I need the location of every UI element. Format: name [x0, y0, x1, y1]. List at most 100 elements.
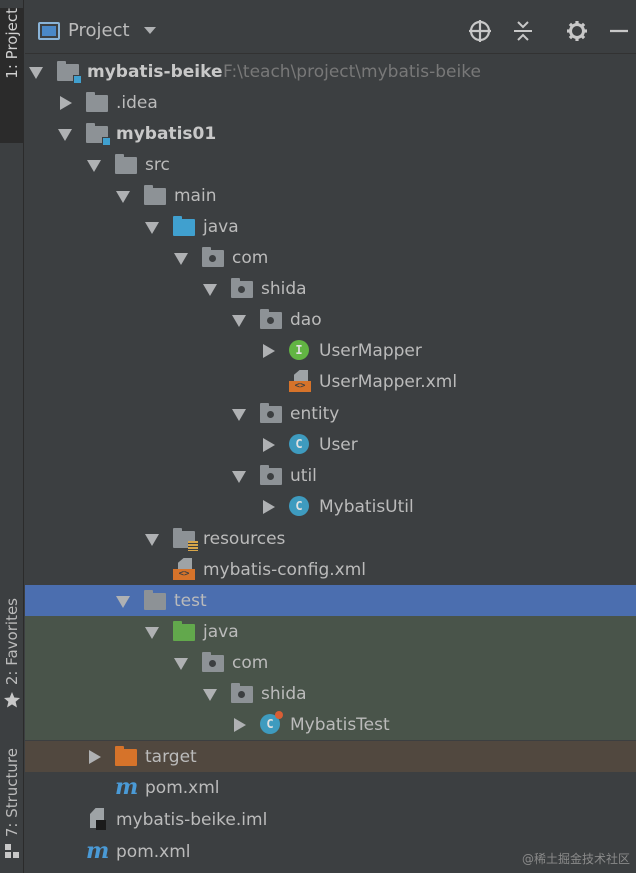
- tree-node[interactable]: java: [25, 211, 636, 242]
- collapse-arrow-icon[interactable]: [89, 749, 101, 764]
- module-folder-icon: [57, 61, 82, 84]
- test-class-icon: C: [260, 711, 283, 734]
- tree-node[interactable]: target: [25, 741, 636, 772]
- tree-node-label: util: [290, 465, 317, 486]
- package-icon: [231, 683, 253, 703]
- tree-node[interactable]: mybatis01: [25, 118, 636, 149]
- tree-node-label: MybatisUtil: [319, 496, 414, 517]
- locate-button[interactable]: [463, 8, 497, 54]
- expand-arrow-icon[interactable]: [145, 221, 159, 234]
- resources-folder-icon: [173, 528, 198, 551]
- project-view-icon: [38, 21, 60, 40]
- expand-arrow-icon[interactable]: [203, 283, 217, 296]
- tree-node[interactable]: src: [25, 149, 636, 180]
- structure-tab-label: 7: Structure: [3, 748, 21, 838]
- collapse-arrow-icon[interactable]: [60, 95, 72, 110]
- expand-arrow-icon[interactable]: [58, 128, 72, 141]
- collapse-arrow-icon[interactable]: [263, 499, 275, 514]
- test-source-folder-icon: [173, 621, 195, 641]
- folder-icon: [86, 92, 108, 112]
- package-icon: [231, 278, 253, 298]
- tree-node[interactable]: util: [25, 460, 636, 491]
- tree-node[interactable]: entity: [25, 398, 636, 429]
- tree-node[interactable]: resources: [25, 523, 636, 554]
- settings-button[interactable]: [560, 8, 594, 54]
- folder-icon: [144, 590, 166, 610]
- tree-node-label: pom.xml: [145, 777, 220, 798]
- collapse-all-button[interactable]: [506, 8, 540, 54]
- maven-icon: m: [115, 774, 139, 800]
- favorites-tool-tab[interactable]: 2: Favorites: [0, 598, 24, 709]
- collapse-arrow-icon[interactable]: [263, 437, 275, 452]
- project-tool-tab[interactable]: 1: Project: [0, 8, 24, 143]
- minimize-button[interactable]: [602, 8, 636, 54]
- star-icon: [4, 692, 20, 708]
- tree-node-label: UserMapper: [319, 340, 422, 361]
- expand-arrow-icon[interactable]: [29, 66, 43, 79]
- expand-arrow-icon[interactable]: [203, 688, 217, 701]
- expand-arrow-icon[interactable]: [232, 314, 246, 327]
- excluded-folder-icon: [115, 746, 137, 766]
- tree-node[interactable]: main: [25, 180, 636, 211]
- tree-node-label: UserMapper.xml: [319, 371, 458, 392]
- iml-file-icon: [86, 808, 108, 830]
- tree-node-label: src: [145, 154, 170, 175]
- folder-icon: [115, 154, 137, 174]
- tree-node-label: MybatisTest: [290, 714, 390, 735]
- expand-arrow-icon[interactable]: [145, 626, 159, 639]
- tree-node[interactable]: java: [25, 616, 636, 647]
- structure-tool-tab[interactable]: 7: Structure: [0, 748, 24, 859]
- tree-node[interactable]: m pom.xml: [25, 836, 636, 867]
- project-tab-label: 1: Project: [3, 8, 21, 79]
- chevron-down-icon[interactable]: [143, 27, 156, 34]
- expand-arrow-icon[interactable]: [174, 252, 188, 265]
- tree-node[interactable]: .idea: [25, 87, 636, 118]
- tree-node[interactable]: <>mybatis-config.xml: [25, 554, 636, 585]
- expand-arrow-icon[interactable]: [232, 470, 246, 483]
- tree-node-label: User: [319, 434, 358, 455]
- tree-node[interactable]: dao: [25, 304, 636, 335]
- source-folder-icon: [173, 216, 195, 236]
- folder-icon: [144, 185, 166, 205]
- tree-node[interactable]: shida: [25, 678, 636, 709]
- interface-icon: I: [289, 340, 309, 360]
- tree-node[interactable]: C MybatisUtil: [25, 491, 636, 522]
- maven-icon: m: [86, 838, 110, 864]
- tree-node[interactable]: C MybatisTest: [25, 709, 636, 740]
- gear-icon: [567, 21, 587, 41]
- class-icon: C: [289, 496, 309, 516]
- expand-arrow-icon[interactable]: [174, 657, 188, 670]
- tree-node[interactable]: I UserMapper: [25, 335, 636, 366]
- tree-node-label: mybatis-beike.iml: [116, 809, 268, 830]
- tree-node-label: pom.xml: [116, 841, 191, 862]
- collapse-arrow-icon[interactable]: [234, 717, 246, 732]
- view-selector-label[interactable]: Project: [68, 20, 130, 41]
- structure-icon: [5, 844, 19, 859]
- tree-node[interactable]: com: [25, 242, 636, 273]
- expand-arrow-icon[interactable]: [145, 533, 159, 546]
- tree-node-label: mybatis-beike: [87, 61, 223, 82]
- collapse-arrow-icon[interactable]: [263, 343, 275, 358]
- xml-file-icon: <>: [289, 370, 311, 392]
- expand-arrow-icon[interactable]: [116, 190, 130, 203]
- tree-node[interactable]: test: [25, 585, 636, 616]
- tree-node-label: mybatis-config.xml: [203, 559, 366, 580]
- tree-node-label: resources: [203, 528, 286, 549]
- expand-arrow-icon[interactable]: [116, 595, 130, 608]
- tree-node[interactable]: shida: [25, 273, 636, 304]
- tree-node-label: java: [203, 216, 239, 237]
- tree-node-label: com: [232, 652, 269, 673]
- tree-node-label: test: [174, 590, 207, 611]
- package-icon: [260, 403, 282, 423]
- watermark: @稀土掘金技术社区: [521, 852, 630, 866]
- expand-arrow-icon[interactable]: [232, 408, 246, 421]
- expand-arrow-icon[interactable]: [87, 159, 101, 172]
- tree-node[interactable]: m pom.xml: [25, 772, 636, 803]
- module-folder-icon: [86, 123, 111, 146]
- tree-node[interactable]: com: [25, 647, 636, 678]
- tree-node[interactable]: <> UserMapper.xml: [25, 366, 636, 397]
- tree-node-label: entity: [290, 403, 340, 424]
- tree-node[interactable]: mybatis-beike.iml: [25, 804, 636, 835]
